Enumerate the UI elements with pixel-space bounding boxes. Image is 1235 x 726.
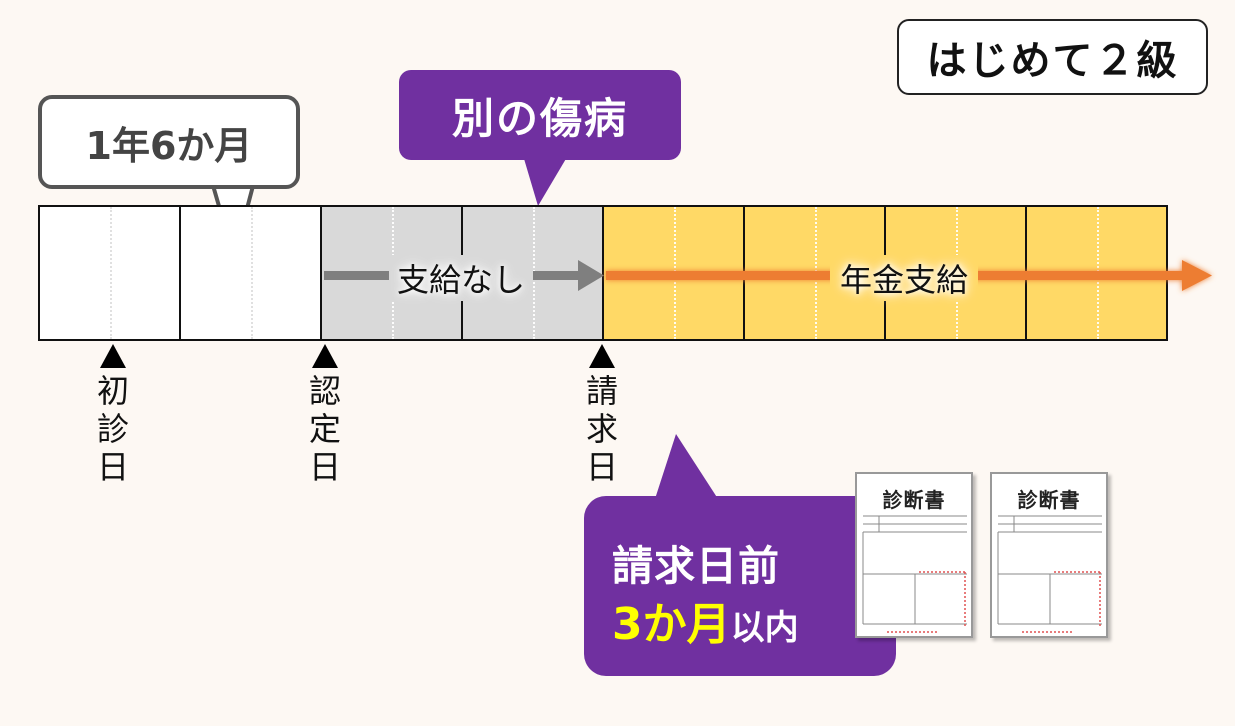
deadline-highlight: 3か月 xyxy=(612,599,731,650)
timeline-segment xyxy=(179,207,320,339)
document-form-lines xyxy=(997,515,1102,633)
certification-marker-icon xyxy=(312,344,338,368)
claim-marker-icon xyxy=(589,344,615,368)
first-visit-label: 初 診 日 xyxy=(96,372,129,486)
no-payment-label: 支給なし xyxy=(389,255,534,301)
other-injury-callout: 別の傷病 xyxy=(399,70,681,160)
deadline-callout xyxy=(584,496,896,676)
deadline-line1: 請求日前 xyxy=(612,542,780,590)
deadline-suffix: 以内 xyxy=(730,608,799,648)
medical-certificate-document: 診断書 xyxy=(855,472,973,638)
other-injury-text: 別の傷病 xyxy=(451,93,628,143)
claim-label: 請 求 日 xyxy=(585,372,618,486)
deadline-callout-tail xyxy=(654,434,720,502)
period-callout: 1年6か月 xyxy=(38,95,300,189)
period-callout-text: 1年6か月 xyxy=(85,123,253,168)
document-title: 診断書 xyxy=(1017,488,1081,512)
document-title: 診断書 xyxy=(882,488,946,512)
deadline-line2: 3か月以内 xyxy=(612,588,799,652)
first-visit-marker-icon xyxy=(100,344,126,368)
certification-label: 認 定 日 xyxy=(308,372,341,486)
pension-label: 年金支給 xyxy=(830,255,979,301)
grade-badge: はじめて２級 xyxy=(897,19,1208,95)
other-injury-callout-tail xyxy=(522,152,570,206)
medical-certificate-document: 診断書 xyxy=(990,472,1108,638)
document-form-lines xyxy=(862,515,967,633)
timeline-segment xyxy=(40,207,179,339)
